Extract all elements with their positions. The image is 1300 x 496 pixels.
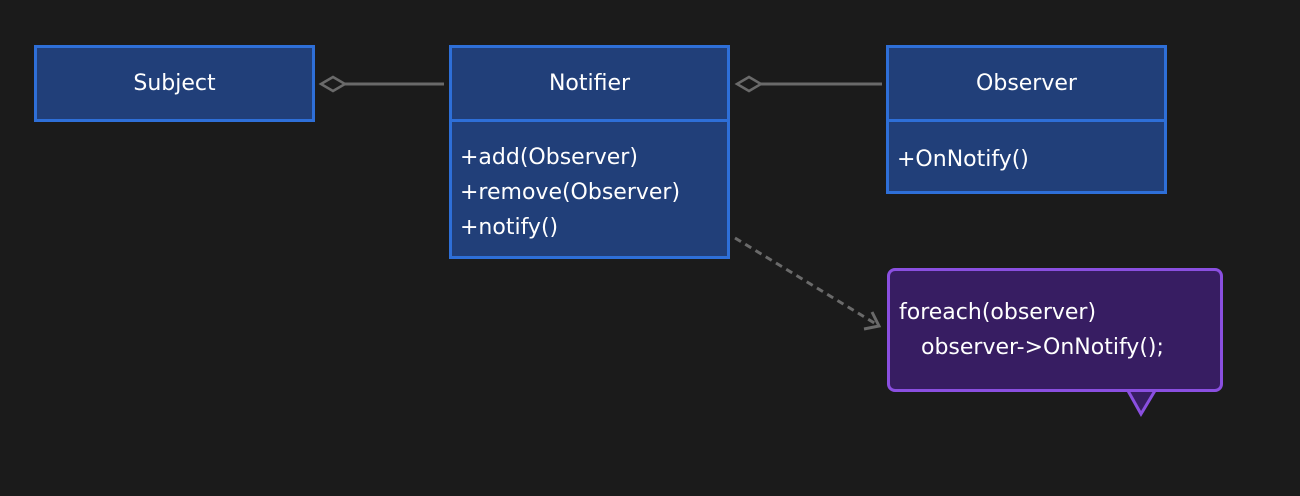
note-line-foreach: foreach(observer) [899,300,1097,325]
class-subject[interactable]: Subject [34,45,315,122]
class-observer[interactable]: Observer +OnNotify() [886,45,1167,194]
method-add: +add(Observer) [460,145,638,170]
method-onnotify: +OnNotify() [897,147,1029,172]
note-dependency-arrow [734,236,882,331]
aggregation-diamond-icon [734,75,764,93]
class-notifier[interactable]: Notifier +add(Observer) +remove(Observer… [449,45,730,259]
aggregation-diamond-icon [318,75,348,93]
code-note[interactable]: foreach(observer) observer->OnNotify(); [887,268,1223,392]
method-notify: +notify() [460,215,559,240]
class-observer-title: Observer [976,71,1077,96]
method-remove: +remove(Observer) [460,180,681,205]
class-subject-title: Subject [133,71,216,96]
note-line-call: observer->OnNotify(); [921,335,1164,360]
dashed-line [734,236,877,326]
class-notifier-methods: +add(Observer) +remove(Observer) +notify… [452,119,727,245]
subject-notifier-aggregation [318,75,444,93]
arrowhead-icon [863,311,882,331]
class-notifier-title: Notifier [548,71,631,96]
class-observer-methods: +OnNotify() [889,119,1164,177]
note-tail [1124,387,1159,417]
notifier-observer-aggregation [734,75,882,93]
